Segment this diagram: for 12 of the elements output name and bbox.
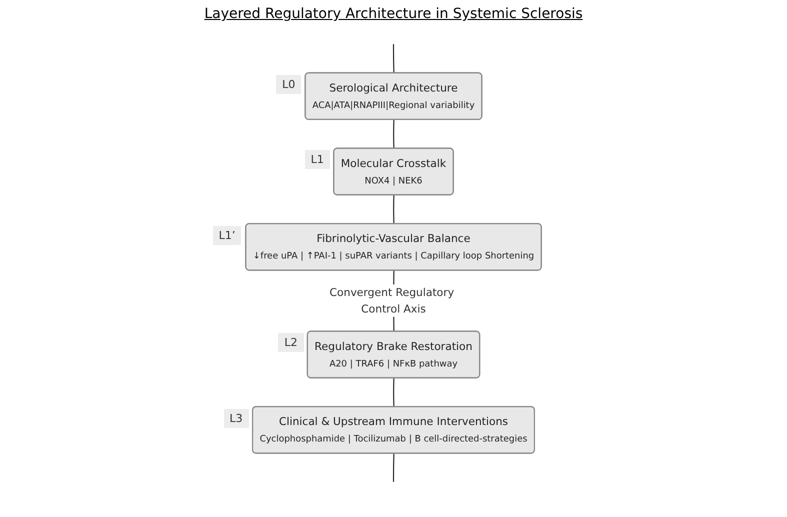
diagram-title: Layered Regulatory Architecture in Systemic Sclerosis bbox=[203, 6, 584, 22]
layer-tag: L0 bbox=[276, 74, 302, 94]
connector bbox=[393, 378, 394, 407]
layer-tag: L3 bbox=[224, 408, 249, 428]
connector bbox=[392, 44, 394, 74]
layer-tag: L1’ bbox=[212, 226, 242, 245]
connector bbox=[392, 454, 394, 482]
layer-tag: L1 bbox=[304, 150, 330, 170]
edge-label: Convergent Regulatory Control Axis bbox=[330, 286, 454, 316]
connector bbox=[393, 120, 394, 149]
connector bbox=[393, 195, 394, 224]
layer-tag: L2 bbox=[278, 333, 304, 352]
